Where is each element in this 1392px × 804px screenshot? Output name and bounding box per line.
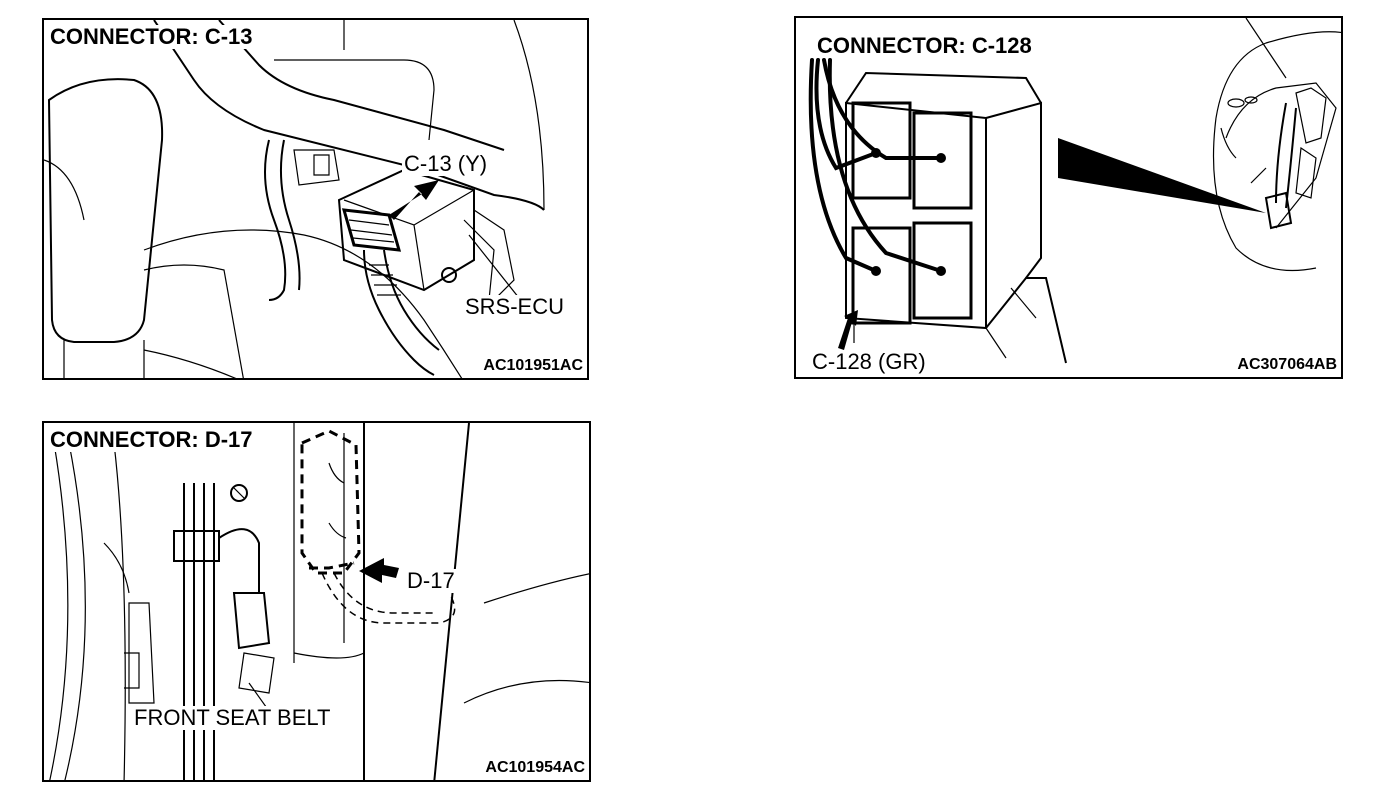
c128-callout-label: C-128 (GR): [810, 349, 928, 374]
c13-part-label: SRS-ECU: [463, 294, 567, 319]
d17-illustration: [49, 423, 589, 780]
c13-figure-code: AC101951AC: [481, 357, 585, 375]
d17-arrow-icon: [359, 558, 399, 583]
d17-figure-code: AC101954AC: [483, 759, 587, 777]
panel-connector-c128: CONNECTOR: C-128 C-128 (GR) AC307064AB: [794, 16, 1343, 379]
d17-callout-label: D-17: [405, 568, 457, 593]
c13-callout-label: C-13 (Y): [402, 151, 490, 176]
c13-title: CONNECTOR: C-13: [48, 24, 255, 49]
c128-title: CONNECTOR: C-128: [815, 33, 1034, 58]
panel-connector-c13: CONNECTOR: C-13 C-13 (Y) SRS-ECU AC10195…: [42, 18, 589, 380]
c13-arrow-icon: [389, 180, 439, 220]
c128-wedge-icon: [1058, 138, 1266, 213]
c128-arrow-icon: [838, 310, 858, 350]
c128-figure-code: AC307064AB: [1235, 356, 1339, 374]
c13-illustration: [44, 20, 545, 378]
c128-illustration: [808, 18, 1341, 364]
panel-connector-d17: CONNECTOR: D-17 D-17 FRONT SEAT BELT AC1…: [42, 421, 591, 782]
d17-part-label: FRONT SEAT BELT: [132, 705, 333, 730]
d17-title: CONNECTOR: D-17: [48, 427, 255, 452]
